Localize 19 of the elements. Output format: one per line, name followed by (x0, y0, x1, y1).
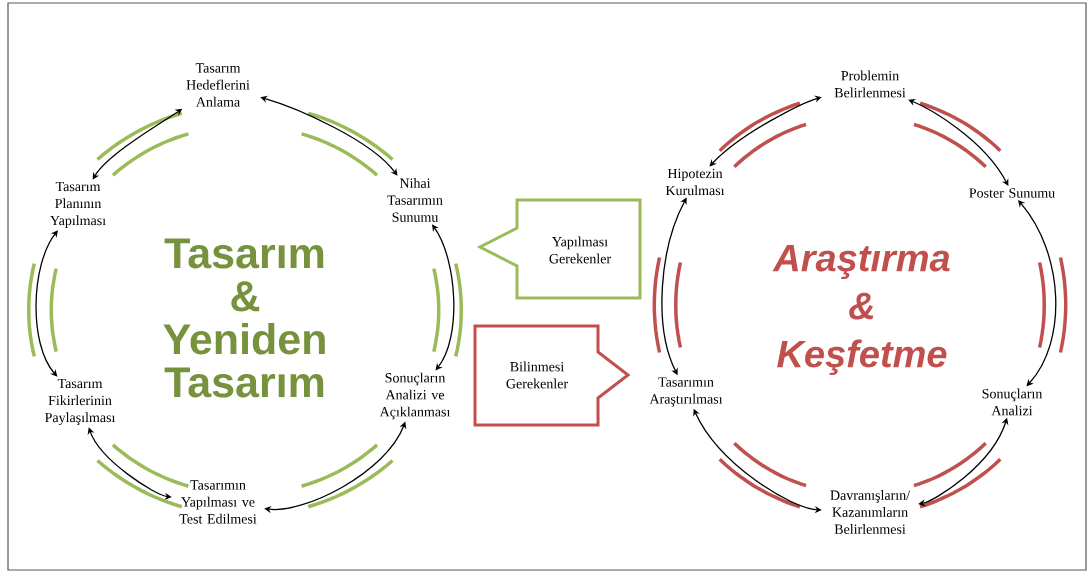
double-arrow (35, 230, 58, 377)
callout-box: Bilinmesi Gerekenler (473, 324, 631, 427)
step-text: Tasarım Hedeflerini Anlama (186, 63, 250, 107)
title-text: Araştırma & Keşfetme (772, 245, 950, 375)
step-text: Nihai Tasarımın Sunumu (387, 178, 443, 222)
step-text: Poster Sunumu (969, 188, 1055, 198)
double-arrow (709, 95, 822, 167)
step-text: Tasarım Planının Yapılması (50, 181, 106, 229)
step-text: Problemin Belirlenmesi (834, 70, 906, 98)
step-text: Tasarımın Araştırılması (649, 377, 723, 407)
double-arrow (87, 427, 172, 500)
title-text: Tasarım & Yeniden Tasarım (163, 238, 325, 398)
callout-box: Yapılması Gerekenler (476, 198, 642, 300)
step-text: Tasarım Fikirlerinin Paylaşılması (45, 378, 116, 426)
step-text: Davranışların/ Kazanımların Belirlenmesi (830, 490, 911, 534)
step-text: Tasarımın Yapılması ve Test Edilmesi (179, 480, 257, 524)
step-text: Hipotezin Kurulması (665, 168, 725, 196)
step-text: Sonuçların Analizi ve Açıklanması (379, 372, 451, 420)
step-text: Sonuçların Analizi (982, 388, 1043, 416)
